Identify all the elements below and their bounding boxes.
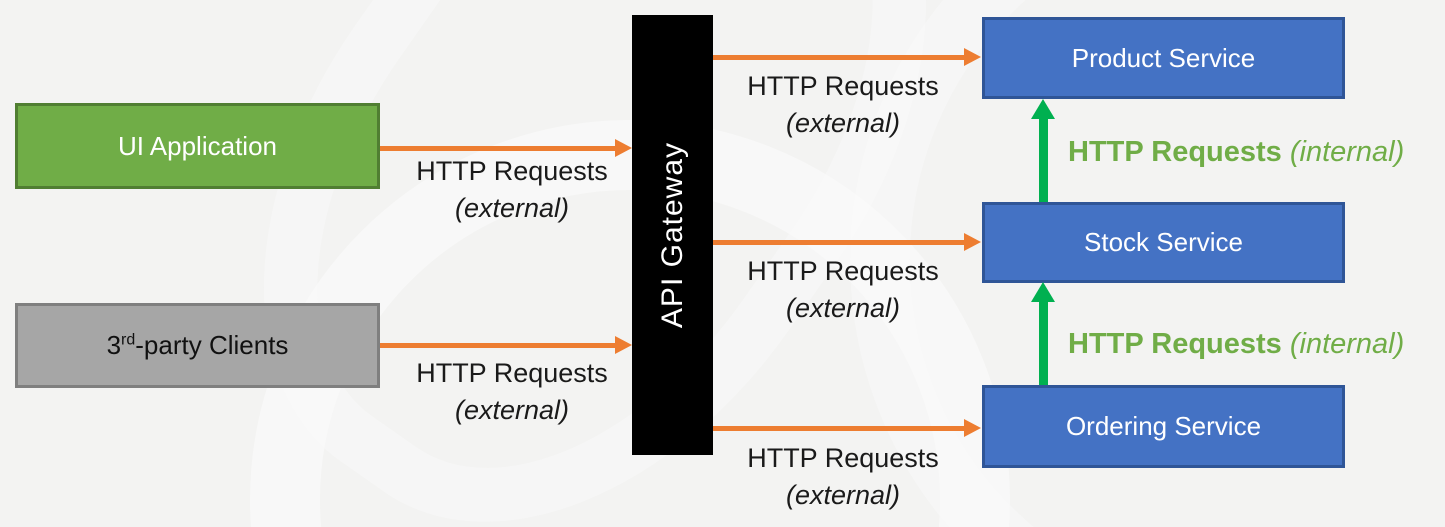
arrow-gateway-to-product-head (964, 48, 981, 66)
node-third-party-clients: 3rd-party Clients (15, 303, 380, 388)
arrow-gateway-to-product (713, 55, 965, 60)
node-ordering-service: Ordering Service (982, 385, 1345, 468)
arrow-ui-to-gateway-head (615, 139, 632, 157)
node-ordering-service-label: Ordering Service (1065, 411, 1262, 441)
arrow-ordering-to-stock-head (1031, 282, 1055, 302)
edge-label-internal-ordering-stock: HTTP Requests (internal) (1068, 328, 1405, 360)
arrow-gateway-to-ordering-head (964, 419, 981, 437)
arrow-stock-to-product-head (1031, 99, 1055, 119)
node-stock-service-label: Stock Service (1084, 227, 1243, 257)
node-ui-application: UI Application (15, 103, 380, 189)
arrow-thirdparty-to-gateway (380, 343, 618, 348)
node-stock-service: Stock Service (982, 202, 1345, 283)
arrow-gateway-to-ordering (713, 426, 965, 431)
edge-label-gateway-to-ordering: HTTP Requests (external) (747, 443, 939, 510)
arrow-stock-to-product (1039, 117, 1048, 202)
node-api-gateway: API Gateway (632, 15, 713, 455)
node-product-service: Product Service (982, 17, 1345, 99)
edge-label-gateway-to-stock: HTTP Requests (external) (747, 256, 939, 323)
node-api-gateway-label: API Gateway (655, 141, 689, 329)
arrow-gateway-to-stock (713, 240, 965, 245)
arrow-thirdparty-to-gateway-head (615, 336, 632, 354)
edge-label-gateway-to-product: HTTP Requests (external) (747, 71, 939, 138)
node-ui-application-label: UI Application (118, 130, 277, 161)
arrow-ui-to-gateway (380, 146, 618, 151)
node-third-party-clients-label: 3rd-party Clients (106, 330, 289, 360)
node-product-service-label: Product Service (1071, 42, 1256, 73)
edge-label-thirdparty-to-gateway: HTTP Requests (external) (416, 358, 608, 425)
arrow-ordering-to-stock (1039, 300, 1048, 385)
arrow-gateway-to-stock-head (964, 233, 981, 251)
edge-label-ui-to-gateway: HTTP Requests (external) (416, 156, 608, 223)
edge-label-internal-stock-product: HTTP Requests (internal) (1068, 136, 1405, 168)
